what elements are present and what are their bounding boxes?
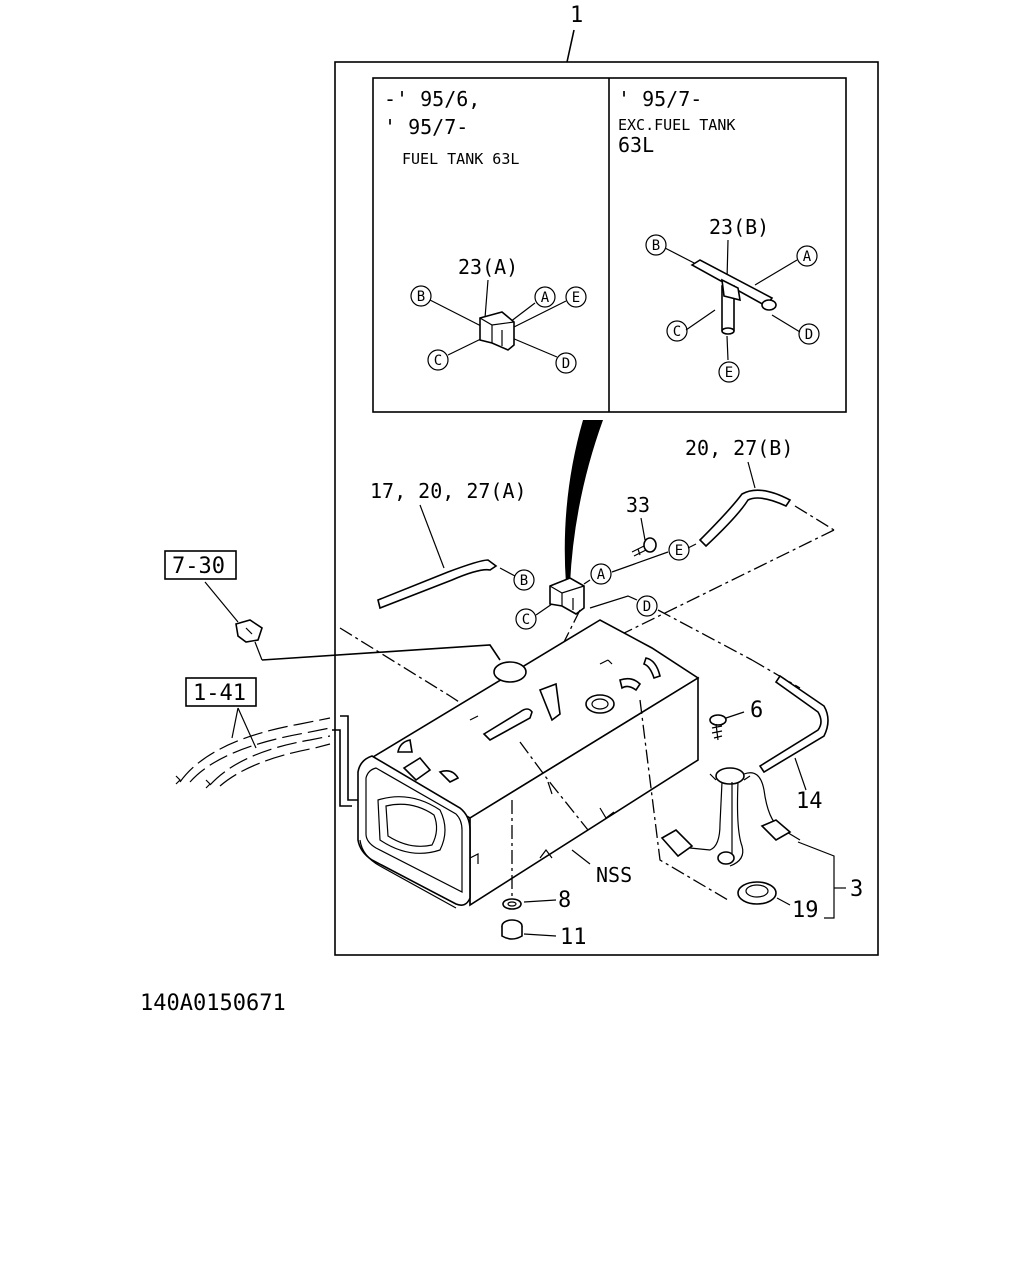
filler-neck bbox=[493, 661, 527, 683]
svg-text:D: D bbox=[643, 599, 651, 615]
circle-e-right: E bbox=[718, 361, 740, 383]
ref-1-41: 1-41 bbox=[193, 681, 246, 706]
callout-bolt: 33 bbox=[626, 493, 650, 517]
callout-drain-leader bbox=[523, 933, 557, 937]
svg-text:E: E bbox=[572, 290, 580, 306]
callout-hose-14: 14 bbox=[796, 789, 823, 814]
circle-d-main: D bbox=[636, 595, 658, 617]
bolt-33 bbox=[631, 537, 657, 557]
callout-assembly-leader bbox=[566, 29, 575, 63]
circle-d-left: D bbox=[555, 352, 577, 374]
inset-right-part-label: 23(B) bbox=[709, 215, 769, 239]
inset-left-line2: ' 95/7- bbox=[384, 115, 468, 139]
circle-e-left: E bbox=[565, 286, 587, 308]
svg-text:A: A bbox=[597, 567, 606, 583]
circle-e-main: E bbox=[668, 539, 690, 561]
ref-7-30-line bbox=[261, 644, 501, 661]
circle-a-right: A bbox=[796, 245, 818, 267]
callout-nss: NSS bbox=[596, 863, 632, 887]
circle-a-main: A bbox=[590, 563, 612, 585]
sender-opening bbox=[585, 694, 615, 714]
fuel-tank bbox=[357, 619, 700, 909]
callout-gasket-leader bbox=[776, 897, 791, 906]
connector-23-main bbox=[549, 577, 585, 615]
svg-text:C: C bbox=[434, 353, 442, 369]
ref-7-30-box bbox=[164, 550, 237, 580]
svg-text:D: D bbox=[805, 327, 813, 343]
callout-hose-b-leader bbox=[747, 461, 756, 489]
circle-a-left: A bbox=[534, 286, 556, 308]
inset-right-line2: EXC.FUEL TANK bbox=[618, 116, 735, 134]
circle-b-left: B bbox=[410, 285, 432, 307]
callout-sender-bracket bbox=[797, 841, 835, 919]
svg-text:B: B bbox=[520, 573, 528, 589]
hose-b bbox=[698, 489, 792, 548]
inset-left-part-label: 23(A) bbox=[458, 255, 518, 279]
callout-hose-a: 17, 20, 27(A) bbox=[370, 479, 527, 503]
ref-7-30-leader bbox=[204, 581, 239, 623]
ref-1-41-leader-2 bbox=[237, 707, 257, 749]
callout-screw: 6 bbox=[750, 698, 763, 723]
screw-6 bbox=[709, 714, 727, 741]
connector-23b bbox=[664, 239, 801, 361]
diagram-number: 140A0150671 bbox=[140, 991, 286, 1016]
hose-14 bbox=[758, 674, 829, 774]
connector-23a bbox=[429, 279, 567, 358]
clip-7-30 bbox=[235, 619, 263, 643]
circle-c-left: C bbox=[427, 349, 449, 371]
chain-line-d bbox=[657, 609, 753, 661]
sender-chain-line bbox=[639, 699, 729, 901]
svg-text:C: C bbox=[673, 324, 681, 340]
svg-text:A: A bbox=[803, 249, 812, 265]
callout-washer-leader bbox=[523, 899, 557, 903]
fuel-line-bracket-1 bbox=[340, 715, 360, 801]
circle-b-main: B bbox=[513, 569, 535, 591]
svg-text:E: E bbox=[725, 365, 733, 381]
circle-d-right: D bbox=[798, 323, 820, 345]
inset-left-line3: FUEL TANK 63L bbox=[402, 150, 519, 168]
callout-hose-a-leader bbox=[419, 504, 445, 569]
inset-box: -' 95/6, ' 95/7- FUEL TANK 63L 23(A) B A bbox=[372, 77, 847, 413]
fuel-lines-1-41 bbox=[175, 717, 331, 789]
callout-screw-leader bbox=[725, 711, 745, 719]
fuel-line-bracket-2 bbox=[332, 729, 352, 807]
callout-nss-leader bbox=[571, 849, 591, 865]
svg-text:B: B bbox=[417, 289, 425, 305]
svg-text:A: A bbox=[541, 290, 550, 306]
ref-1-41-box bbox=[185, 677, 257, 707]
callout-hose-14-leader bbox=[794, 757, 807, 791]
callout-assembly: 1 bbox=[570, 3, 583, 28]
circle-c-right: C bbox=[666, 320, 688, 342]
callout-drain: 11 bbox=[560, 925, 587, 950]
assembly-frame bbox=[334, 61, 879, 956]
inset-right-line3: 63L bbox=[618, 133, 654, 157]
hose-a bbox=[377, 559, 498, 610]
ref-7-30: 7-30 bbox=[172, 554, 225, 579]
svg-text:D: D bbox=[562, 356, 570, 372]
drain-plug-11 bbox=[501, 919, 523, 940]
inset-right-line1: ' 95/7- bbox=[618, 87, 702, 111]
tank-bracket bbox=[538, 682, 561, 722]
svg-text:C: C bbox=[522, 612, 530, 628]
callout-washer: 8 bbox=[558, 888, 571, 913]
svg-text:B: B bbox=[652, 238, 660, 254]
circle-c-main: C bbox=[515, 608, 537, 630]
callout-sender-group: 3 bbox=[850, 877, 863, 902]
ref-1-41-leader-1 bbox=[231, 707, 239, 739]
fuel-sender-unit bbox=[660, 767, 801, 867]
tank-pipe-1 bbox=[482, 708, 533, 741]
circle-b-right: B bbox=[645, 234, 667, 256]
svg-text:E: E bbox=[675, 543, 683, 559]
chain-line-hose-b bbox=[794, 505, 835, 531]
callout-bolt-leader bbox=[640, 517, 646, 541]
inset-left-line1: -' 95/6, bbox=[384, 87, 480, 111]
washer-8 bbox=[502, 898, 522, 910]
callout-gasket: 19 bbox=[792, 898, 819, 923]
callout-hose-b: 20, 27(B) bbox=[685, 436, 793, 460]
inset-pointer-wedge bbox=[564, 420, 603, 584]
